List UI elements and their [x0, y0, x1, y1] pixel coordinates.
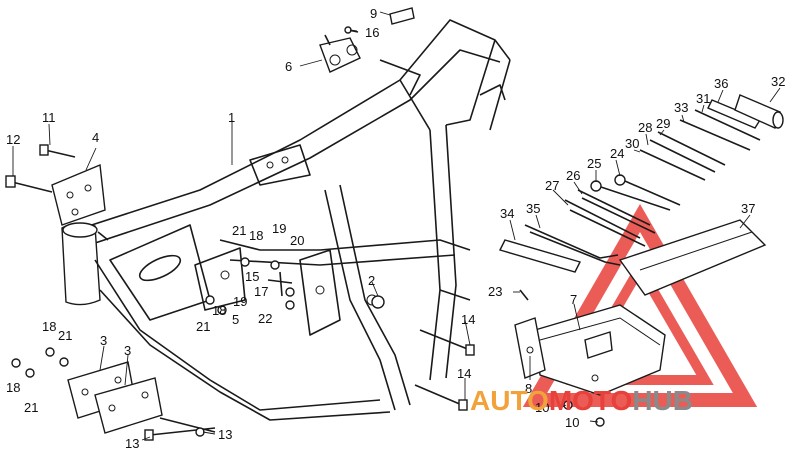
callout-34: 34 — [500, 206, 514, 221]
tool-set — [498, 94, 784, 273]
callout-7: 7 — [570, 292, 577, 307]
callout-22: 22 — [258, 311, 272, 326]
callout-19: 19 — [233, 294, 247, 309]
callout-18: 18 — [212, 303, 226, 318]
callout-8: 8 — [525, 381, 532, 396]
seat-lock-6 — [319, 34, 361, 73]
nuts-18-21 — [11, 257, 295, 378]
bolts-13 — [144, 417, 216, 441]
callout-37: 37 — [741, 201, 755, 216]
callout-27: 27 — [545, 178, 559, 193]
callout-13: 13 — [125, 436, 139, 451]
callout-18: 18 — [249, 228, 263, 243]
callout-19: 19 — [272, 221, 286, 236]
watermark-triangle-outer — [522, 203, 758, 407]
callout-21: 21 — [196, 319, 210, 334]
callout-16: 16 — [365, 25, 379, 40]
callout-20: 20 — [290, 233, 304, 248]
callout-33: 33 — [674, 100, 688, 115]
callout-labels: 1 2 3 3 4 5 6 7 8 9 10 10 11 12 13 13 14… — [6, 6, 785, 451]
callout-32: 32 — [771, 74, 785, 89]
callout-31: 31 — [696, 91, 710, 106]
bolt-15 — [267, 271, 293, 297]
callout-3: 3 — [124, 343, 131, 358]
callout-1: 1 — [228, 110, 235, 125]
callout-10: 10 — [535, 400, 549, 415]
callout-5: 5 — [232, 312, 239, 327]
main-frame — [61, 19, 511, 421]
callout-35: 35 — [526, 201, 540, 216]
bolts-11-12 — [5, 144, 76, 193]
callout-21: 21 — [24, 400, 38, 415]
callout-3: 3 — [100, 333, 107, 348]
callout-15: 15 — [245, 269, 259, 284]
callout-10: 10 — [565, 415, 579, 430]
callout-21: 21 — [58, 328, 72, 343]
callout-9: 9 — [370, 6, 377, 21]
bracket-2 — [371, 295, 385, 309]
gusset-plate-4 — [51, 163, 106, 226]
callout-18: 18 — [6, 380, 20, 395]
callout-36: 36 — [714, 76, 728, 91]
callout-24: 24 — [610, 146, 624, 161]
screw-16-label-9 — [344, 7, 415, 34]
bolts-14 — [414, 329, 475, 411]
callout-6: 6 — [285, 59, 292, 74]
screws-10-23 — [519, 289, 605, 427]
callout-12: 12 — [6, 132, 20, 147]
watermark-text: AUTOMOTOHUB — [470, 385, 693, 416]
watermark-auto: AUTOMOTOHUB — [470, 385, 693, 416]
callout-23: 23 — [488, 284, 502, 299]
callout-11: 11 — [42, 110, 56, 125]
toolbox-7 — [514, 304, 666, 396]
callout-14: 14 — [457, 366, 471, 381]
callout-17: 17 — [254, 284, 268, 299]
callout-29: 29 — [656, 116, 670, 131]
callout-2: 2 — [368, 273, 375, 288]
engine-plates-3 — [67, 361, 163, 434]
callout-13: 13 — [218, 427, 232, 442]
callout-4: 4 — [92, 130, 99, 145]
callout-21: 21 — [232, 223, 246, 238]
callout-26: 26 — [566, 168, 580, 183]
callout-28: 28 — [638, 120, 652, 135]
callout-30: 30 — [625, 136, 639, 151]
callout-14: 14 — [461, 312, 475, 327]
callout-18: 18 — [42, 319, 56, 334]
callout-25: 25 — [587, 156, 601, 171]
leader-lines — [12, 11, 781, 441]
tool-bag-37 — [618, 219, 767, 296]
